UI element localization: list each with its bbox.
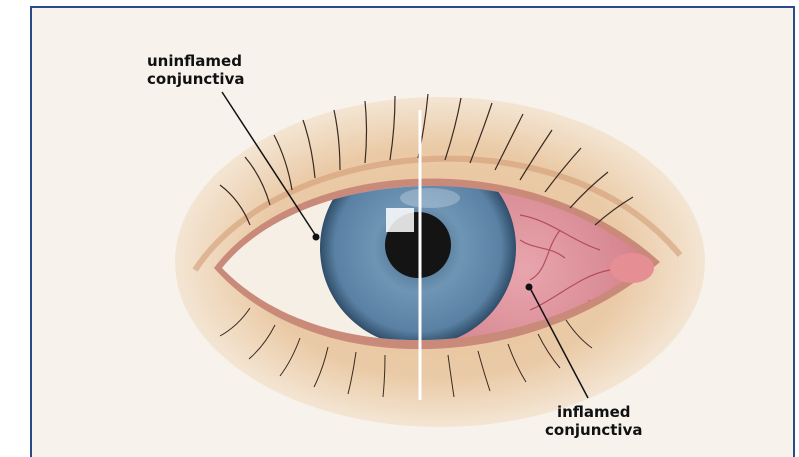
label-line: conjunctiva [147,70,244,88]
label-line: conjunctiva [545,421,642,439]
label-line: uninflamed [147,52,244,70]
eye-highlight [386,208,414,232]
pointer-dot-inflamed [526,284,533,291]
label-uninflamed-conjunctiva: uninflamed conjunctiva [147,52,244,88]
pointer-dot-uninflamed [313,234,320,241]
label-line: inflamed [545,403,642,421]
label-inflamed-conjunctiva: inflamed conjunctiva [545,403,642,439]
caruncle [610,253,654,283]
